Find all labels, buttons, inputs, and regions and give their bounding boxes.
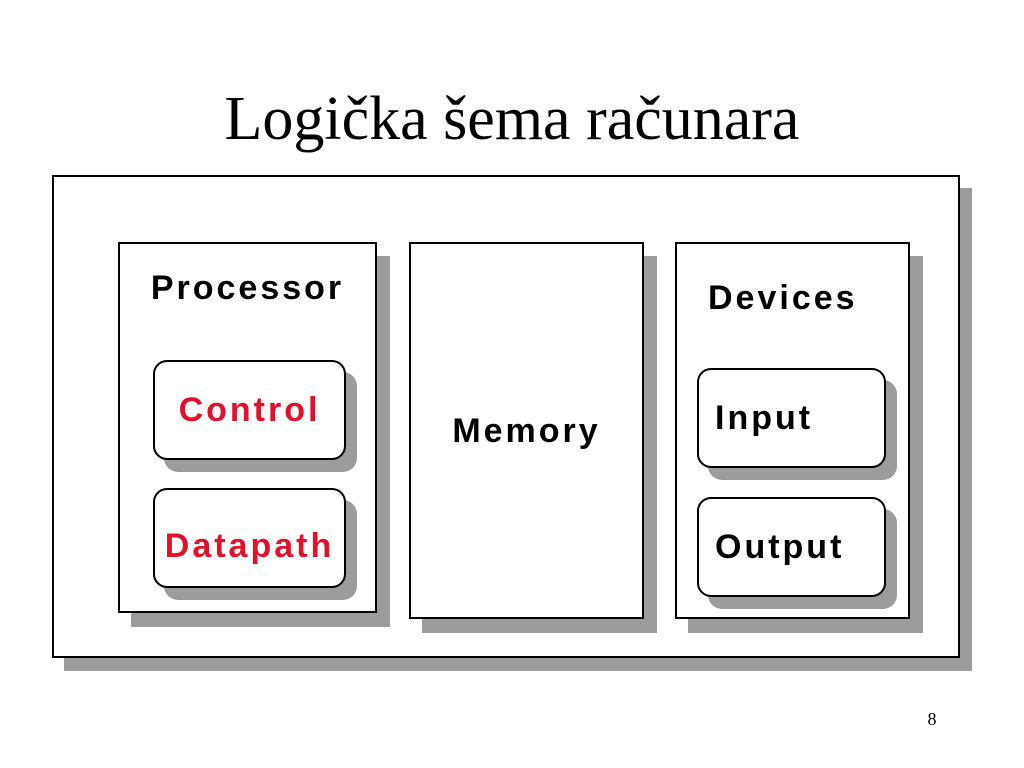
page-number: 8 [927, 709, 937, 729]
memory-label: Memory [452, 411, 601, 450]
output-device-block: Output [697, 497, 886, 597]
input-device-block: Input [697, 368, 886, 468]
control-unit-block: Control [153, 360, 346, 460]
input-label: Input [715, 399, 814, 437]
memory-block: Memory [409, 242, 644, 619]
control-label: Control [178, 391, 321, 429]
devices-label: Devices [708, 279, 858, 317]
processor-label: Processor [150, 269, 345, 307]
slide-title: Logička šema računara [224, 85, 800, 153]
datapath-block: Datapath [153, 488, 346, 588]
datapath-label: Datapath [164, 527, 335, 565]
output-label: Output [715, 528, 845, 566]
